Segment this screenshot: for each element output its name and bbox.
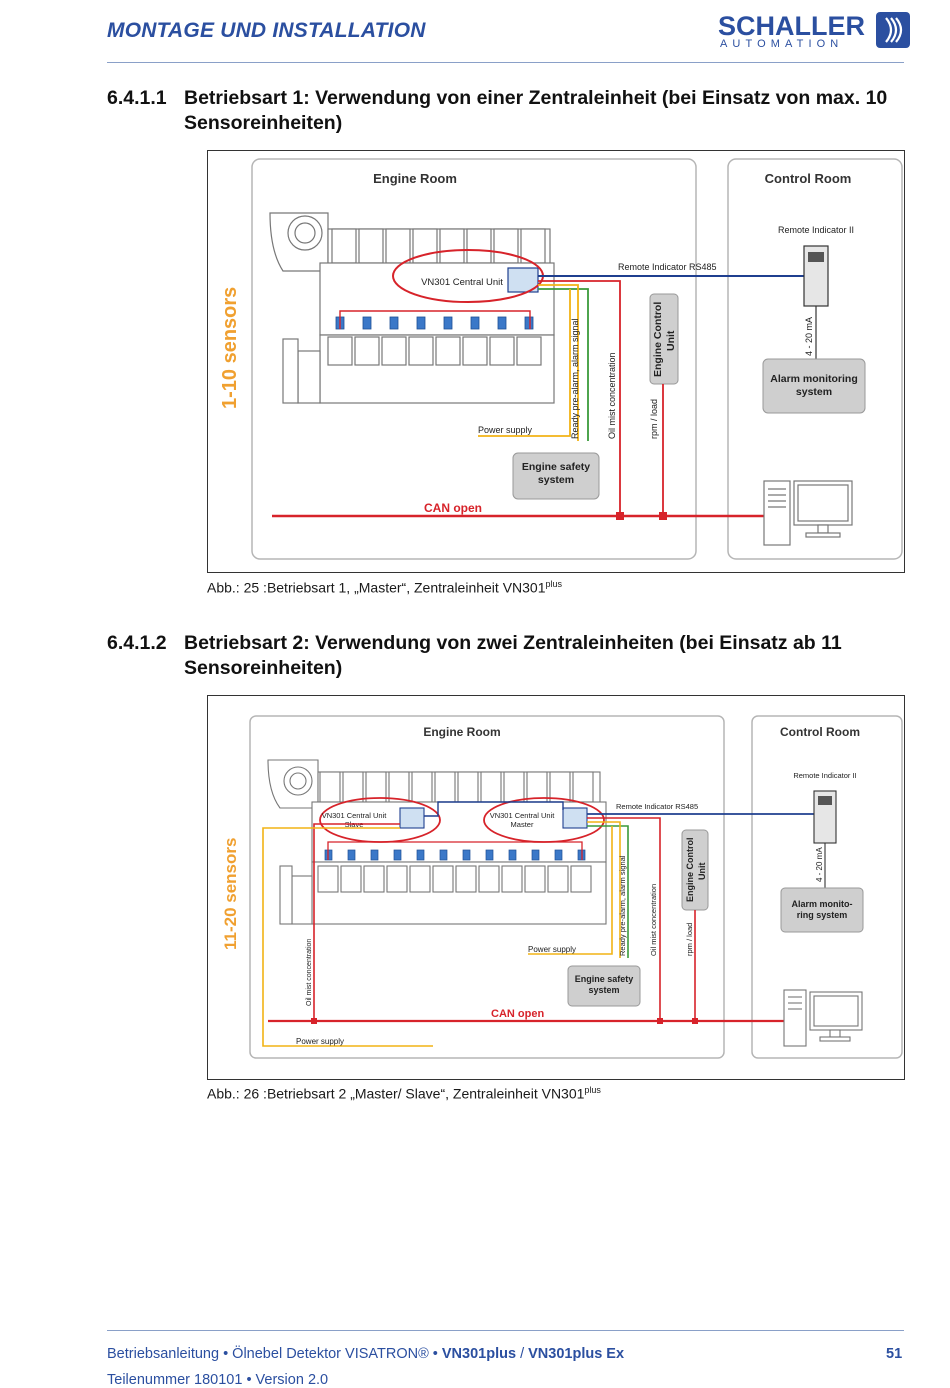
chapter-title: MONTAGE UND INSTALLATION xyxy=(107,19,426,42)
caption-label: Abb.: 26 : xyxy=(207,1085,267,1102)
can-open-label: CAN open xyxy=(491,1008,544,1020)
page-number: 51 xyxy=(886,1346,903,1362)
alarm-monitoring-box xyxy=(762,358,866,414)
alarm-line xyxy=(538,284,579,441)
caption-sup: plus xyxy=(545,579,563,589)
remote-indicator-ii-label: Remote Indicator II xyxy=(793,771,856,780)
engine-control-unit-box xyxy=(649,293,679,385)
section-number: 6.4.1.2 xyxy=(107,632,167,654)
alarm-monitoring-label-1: Alarm monito- xyxy=(791,899,852,909)
footer-divider xyxy=(107,1330,904,1331)
footer-manual-line: Betriebsanleitung • Ölnebel Detektor VIS… xyxy=(107,1346,624,1362)
power-supply-label: Power supply xyxy=(528,945,576,954)
section-title: Betriebsart 2: Verwendung von zwei Zentr… xyxy=(184,632,842,679)
central-unit-label: VN301 Central Unit xyxy=(421,277,503,288)
pc-icon xyxy=(763,480,853,546)
can-open-label: CAN open xyxy=(424,501,482,515)
caption-text: Betriebsart 2 „Master/ Slave“, Zentralei… xyxy=(266,1085,585,1102)
engine-safety-label-1: Engine safety xyxy=(575,974,634,984)
footer-product-ex: VN301plus Ex xyxy=(528,1346,625,1362)
alarm-monitoring-label-2: system xyxy=(796,386,832,398)
logo-wordmark: SCHALLER xyxy=(718,11,865,41)
sensor-bus xyxy=(327,841,583,860)
footer-product: VN301plus xyxy=(441,1346,517,1362)
power-supply-line xyxy=(478,289,571,437)
alarm-monitoring-label-1: Alarm monitoring xyxy=(770,373,858,385)
engine-safety-box xyxy=(567,965,641,1007)
ready-signal-label: Ready pre-alarm, alarm signal xyxy=(618,855,627,956)
logo-subline: AUTOMATION xyxy=(720,38,844,50)
control-room-label: Control Room xyxy=(765,171,852,186)
header-divider xyxy=(107,62,904,63)
sensor-count-label: 11-20 sensors xyxy=(221,838,240,950)
master-unit-label-1: VN301 Central Unit xyxy=(490,811,556,820)
sensor-bus xyxy=(339,310,531,329)
oil-mist-line xyxy=(587,817,661,1021)
rs485-label: Remote Indicator RS485 xyxy=(618,262,717,272)
power-supply-bottom-label: Power supply xyxy=(296,1037,344,1046)
current-loop-label: 4 - 20 mA xyxy=(815,847,824,882)
alarm-monitoring-label-2: ring system xyxy=(797,910,848,920)
master-unit-device xyxy=(562,807,588,829)
figure-mode1-diagram: Engine Room Control Room xyxy=(207,150,905,573)
engine-safety-label-2: system xyxy=(588,985,619,995)
slave-unit-highlight xyxy=(319,797,441,843)
footer-separator: / xyxy=(516,1346,529,1362)
ecu-label-1: Engine Control xyxy=(685,838,695,903)
caption-label: Abb.: 25 : xyxy=(207,579,267,596)
engine-room-label: Engine Room xyxy=(373,171,457,186)
master-unit-label-2: Master xyxy=(511,820,534,829)
control-room-box xyxy=(751,715,903,1059)
rpm-load-label: rpm / load xyxy=(685,923,694,956)
rs485-label: Remote Indicator RS485 xyxy=(616,802,698,811)
current-loop-label: 4 - 20 mA xyxy=(804,317,814,356)
ready-signal-label: Ready pre-alarm, alarm signal xyxy=(570,318,580,439)
pc-icon xyxy=(783,989,863,1047)
footer-part-number: Teilenummer 180101 • Version 2.0 xyxy=(107,1372,329,1388)
oil-mist-left-label: Oil mist concentration xyxy=(306,939,313,1006)
sensor-count-label: 1-10 sensors xyxy=(219,287,241,409)
slave-unit-label-1: VN301 Central Unit xyxy=(322,811,388,820)
power-supply-line xyxy=(528,826,613,955)
caption-sup: plus xyxy=(584,1085,601,1095)
alarm-monitoring-box xyxy=(780,887,864,933)
engine-safety-label-2: system xyxy=(538,474,574,486)
alarm-line xyxy=(587,821,621,958)
logo-mark-icon xyxy=(876,12,910,48)
figure-mode2-diagram: Engine Room Control Room xyxy=(207,695,905,1080)
oil-mist-line xyxy=(538,280,621,516)
ecu-label-2: Unit xyxy=(697,863,707,881)
slave-master-link xyxy=(424,801,564,817)
section-number: 6.4.1.1 xyxy=(107,87,167,109)
slave-power-line xyxy=(262,827,433,1047)
engine-room-label: Engine Room xyxy=(423,725,500,739)
oil-mist-label: Oil mist concentration xyxy=(649,884,658,956)
engine-safety-label-1: Engine safety xyxy=(522,461,590,473)
engine-safety-box xyxy=(512,452,600,500)
caption-text: Betriebsart 1, „Master“, Zentraleinheit … xyxy=(266,579,546,596)
remote-indicator-ii-label: Remote Indicator II xyxy=(778,225,854,235)
footer-manual: Betriebsanleitung • Ölnebel Detektor VIS… xyxy=(107,1346,442,1362)
oil-mist-label: Oil mist concentration xyxy=(607,352,617,439)
signal-line xyxy=(538,288,589,441)
rpm-load-label: rpm / load xyxy=(649,399,659,439)
ecu-label-1: Engine Control xyxy=(652,302,664,377)
figure-caption-2: Abb.: 26 :Betriebsart 2 „Master/ Slave“,… xyxy=(207,1085,601,1102)
figure-caption-1: Abb.: 25 :Betriebsart 1, „Master“, Zentr… xyxy=(207,579,562,596)
slave-unit-device xyxy=(399,807,425,829)
slave-oil-mist-line xyxy=(313,823,400,1021)
ecu-label-2: Unit xyxy=(665,330,677,351)
section-title: Betriebsart 1: Verwendung von einer Zent… xyxy=(184,87,888,134)
power-supply-label: Power supply xyxy=(478,425,533,435)
control-room-label: Control Room xyxy=(780,725,860,739)
signal-line xyxy=(587,825,629,958)
master-unit-highlight xyxy=(483,797,605,843)
schaller-logo: SCHALLER AUTOMATION xyxy=(718,12,913,52)
